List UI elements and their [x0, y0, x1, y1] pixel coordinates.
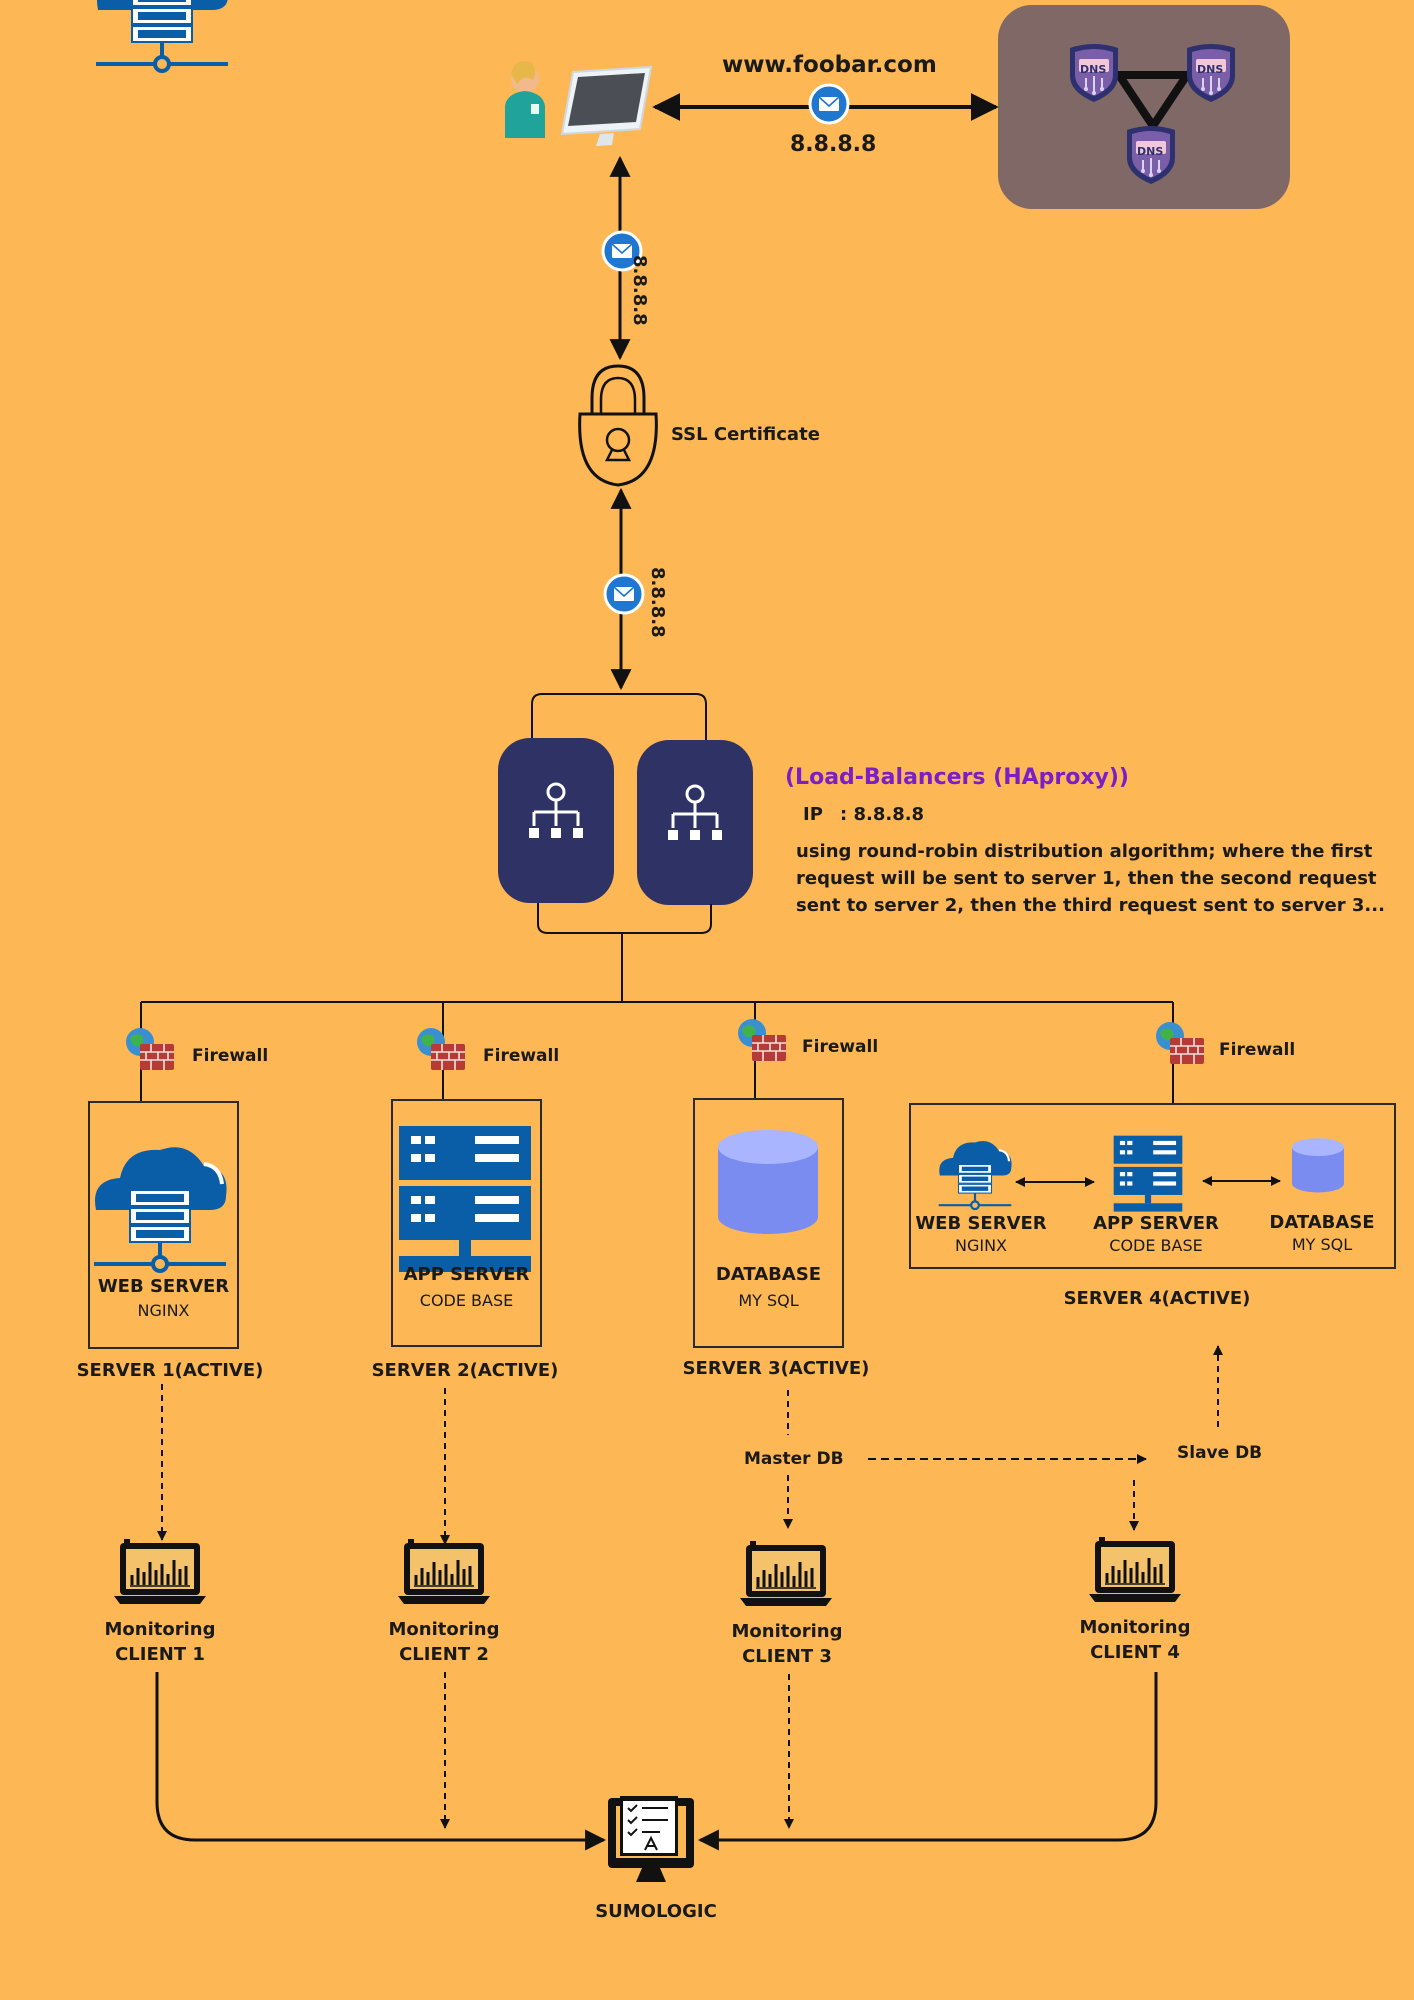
server-3-role: DATABASE	[715, 1264, 822, 1285]
firewall-icon-1	[125, 1027, 175, 1071]
slave-db-label: Slave DB	[1177, 1443, 1263, 1463]
client-ip-label-1: 8.8.8.8	[629, 255, 650, 326]
monitoring-laptop-icon-4	[1087, 1535, 1183, 1604]
server-2-title[interactable]: SERVER 2(ACTIVE)	[371, 1360, 559, 1381]
monitoring-2-line1: Monitoring	[388, 1619, 500, 1640]
lb-ip-label: IP	[803, 804, 823, 825]
monitoring-1-line1: Monitoring	[104, 1619, 216, 1640]
web-server-icon-1	[92, 1145, 229, 1273]
database-icon-3	[718, 1130, 818, 1234]
lb-icon-1	[527, 782, 585, 840]
monitoring-1-line2: CLIENT 1	[115, 1644, 205, 1665]
server-3-box[interactable]	[693, 1098, 844, 1348]
dns-ip-label: 8.8.8.8	[790, 132, 877, 157]
sumologic-monitor-icon	[608, 1796, 694, 1882]
server-2-role: APP SERVER	[403, 1264, 530, 1285]
server-4-web-role: WEB SERVER	[915, 1213, 1047, 1234]
monitoring-laptop-icon-3	[738, 1539, 834, 1608]
dns-triangle	[1111, 71, 1195, 134]
server-1-sub: NGINX	[137, 1301, 190, 1320]
firewall-icon-2	[416, 1027, 466, 1071]
ssl-label: SSL Certificate	[671, 424, 820, 445]
server-1-title[interactable]: SERVER 1(ACTIVE)	[76, 1360, 264, 1381]
lb-description-line-3: sent to server 2, then the third request…	[796, 895, 1385, 916]
packet-icon	[603, 573, 645, 615]
monitoring-4-line2: CLIENT 4	[1090, 1642, 1180, 1663]
ssl-lock-icon	[578, 364, 658, 487]
lb-description-line-1: using round-robin distribution algorithm…	[796, 841, 1373, 862]
dns-badge-2: DNS	[1197, 63, 1224, 76]
dns-badge-1: DNS	[1080, 63, 1107, 76]
lb-icon-2	[666, 784, 724, 842]
monitoring-laptop-icon-1	[112, 1537, 208, 1606]
sumologic-label[interactable]: SUMOLOGIC	[595, 1901, 717, 1922]
server-4-title[interactable]: SERVER 4(ACTIVE)	[1063, 1288, 1251, 1309]
server-1-role: WEB SERVER	[97, 1276, 230, 1297]
domain-label[interactable]: www.foobar.com	[722, 52, 937, 78]
server-3-title[interactable]: SERVER 3(ACTIVE)	[682, 1358, 870, 1379]
lb-title: (Load-Balancers (HAproxy))	[785, 765, 1129, 790]
client-ip-label-2: 8.8.8.8	[647, 567, 668, 638]
packet-icon	[808, 83, 850, 125]
web-server-icon	[94, 0, 231, 73]
lb-description-line-2: request will be sent to server 1, then t…	[796, 868, 1377, 889]
monitoring-3-line1: Monitoring	[731, 1621, 843, 1642]
server-3-sub: MY SQL	[738, 1291, 799, 1310]
monitoring-3-line2: CLIENT 3	[742, 1646, 832, 1667]
user-icon	[505, 61, 545, 138]
monitor-icon	[560, 65, 653, 146]
server-2-sub: CODE BASE	[419, 1291, 514, 1310]
database-icon-4	[1292, 1138, 1344, 1193]
server-4-app-sub: CODE BASE	[1109, 1236, 1203, 1255]
server-4-app-role: APP SERVER	[1093, 1213, 1219, 1234]
firewall-label-2: Firewall	[483, 1046, 560, 1066]
firewall-label-1: Firewall	[192, 1046, 269, 1066]
server-2-box[interactable]	[391, 1099, 542, 1347]
web-server-icon-4	[937, 1139, 1013, 1211]
firewall-label-4: Firewall	[1219, 1040, 1296, 1060]
app-server-icon-2	[399, 1126, 531, 1272]
server-4-db-role: DATABASE	[1269, 1212, 1375, 1233]
server-4-db-sub: MY SQL	[1291, 1235, 1353, 1254]
monitoring-2-line2: CLIENT 2	[399, 1644, 489, 1665]
server-4-box[interactable]	[909, 1103, 1396, 1269]
server-1-box[interactable]	[88, 1101, 239, 1349]
master-db-label: Master DB	[744, 1449, 844, 1469]
dns-badge-3: DNS	[1137, 145, 1164, 158]
app-server-icon-4	[1113, 1135, 1183, 1212]
server-4-web-sub: NGINX	[954, 1236, 1007, 1255]
firewall-icon-3	[737, 1018, 787, 1062]
firewall-label-3: Firewall	[802, 1037, 879, 1057]
monitoring-laptop-icon-2	[396, 1537, 492, 1606]
lb-ip-value: : 8.8.8.8	[840, 804, 925, 825]
firewall-icon-4	[1155, 1021, 1205, 1065]
monitoring-4-line1: Monitoring	[1079, 1617, 1191, 1638]
